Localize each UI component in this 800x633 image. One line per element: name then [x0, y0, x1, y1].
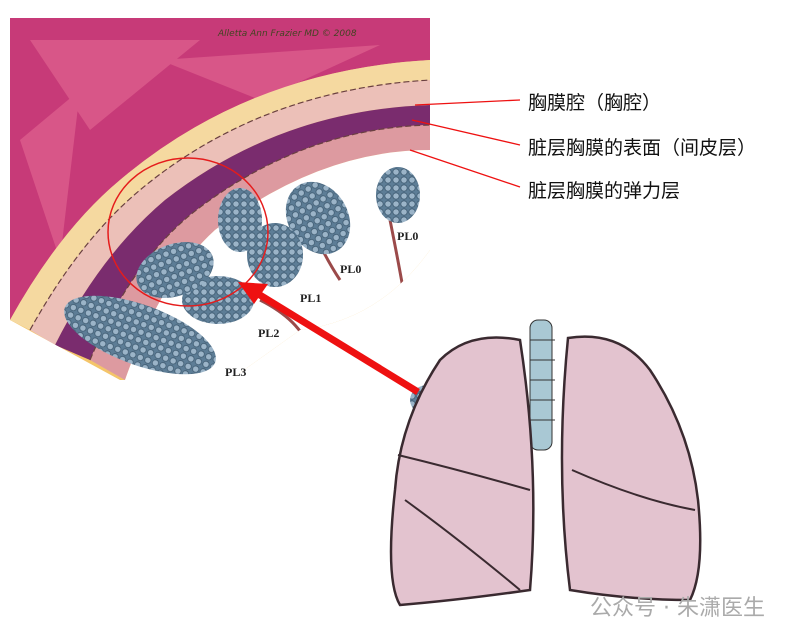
arrow-elastic: [409, 149, 521, 188]
label-visceral-surface: 脏层胸膜的表面（间皮层）: [528, 137, 757, 159]
label-pleural-cavity: 胸膜腔（胸腔）: [528, 92, 662, 114]
tumor-pl2: [182, 276, 254, 324]
arrow-cavity: [414, 99, 521, 106]
label-pl0-b: PL0: [340, 262, 361, 276]
tumor-pl1: [247, 223, 303, 287]
label-pl2: PL2: [258, 326, 279, 340]
pleura-cross-section: [10, 18, 430, 380]
highlight-circle: [107, 157, 269, 307]
watermark: 公众号 · 朱潇医生: [590, 596, 765, 621]
label-elastic-layer: 脏层胸膜的弹力层: [528, 180, 681, 202]
signature: Alletta Ann Frazier MD © 2008: [217, 29, 357, 39]
tumor-pl0-b: [285, 181, 351, 255]
big-arrow: [253, 289, 420, 395]
tumor-pl0-a: [376, 167, 420, 223]
label-pl0-a: PL0: [397, 229, 418, 243]
tumor-clusters: [64, 167, 446, 415]
tumor-pl3: [64, 295, 216, 375]
label-pl1: PL1: [300, 291, 321, 305]
label-pl3: PL3: [225, 365, 246, 379]
left-lung: [560, 335, 702, 602]
arrows: [238, 99, 521, 395]
arrow-surface: [411, 119, 521, 146]
lungs: [389, 319, 702, 607]
